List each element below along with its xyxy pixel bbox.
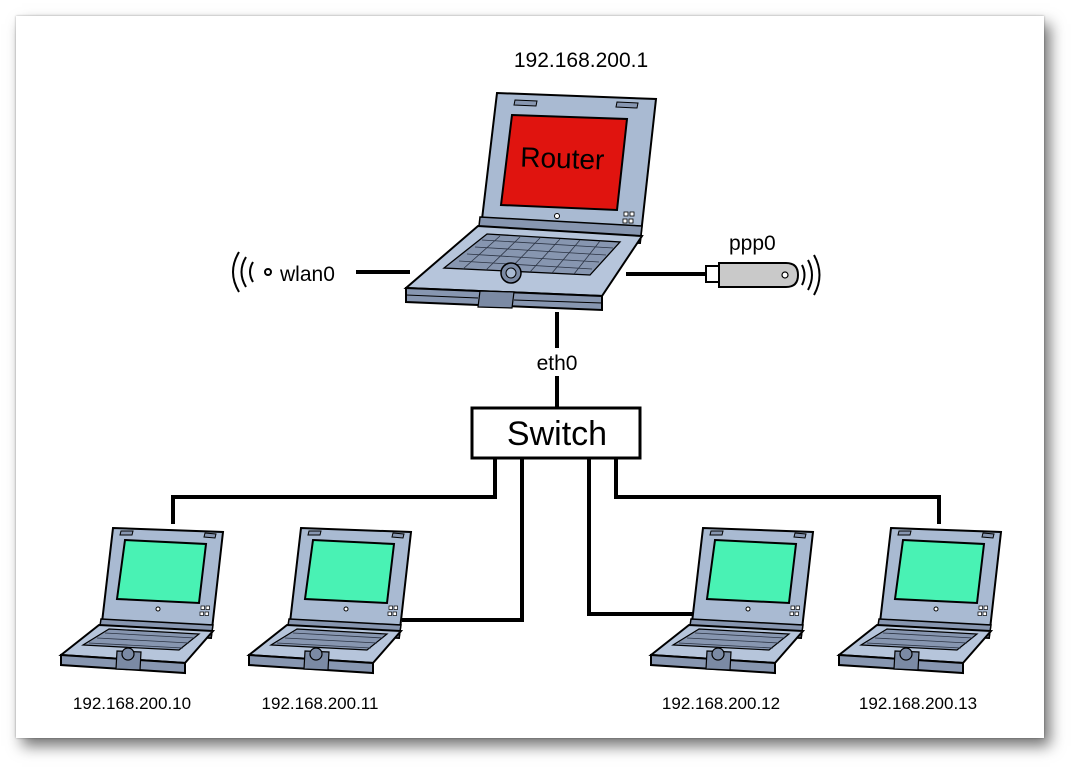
client-ip-label: 192.168.200.10 (73, 694, 191, 713)
cable-client-12 (587, 458, 700, 616)
client-laptop (836, 526, 1003, 675)
client-ip-label: 192.168.200.11 (262, 694, 379, 713)
router-ip-label: 192.168.200.1 (514, 49, 648, 72)
client-laptop (648, 526, 815, 675)
cable-client-11 (402, 458, 524, 622)
cable-client-13 (614, 458, 941, 524)
client-screen (303, 538, 396, 605)
ppp-interface-label: ppp0 (729, 232, 776, 255)
client-ip-label: 192.168.200.13 (859, 694, 977, 713)
switch-box (470, 406, 642, 460)
client-laptop (246, 526, 413, 675)
client-ip-label: 192.168.200.12 (662, 694, 780, 713)
cable-client-10 (171, 458, 497, 524)
client-screen (705, 538, 798, 605)
router-screen-label: Router (520, 142, 605, 176)
wifi-waves-icon (232, 251, 272, 293)
wlan-interface-label: wlan0 (279, 263, 335, 286)
router-screen (499, 113, 629, 212)
switch-label: Switch (507, 415, 607, 453)
client-laptops (58, 526, 1003, 675)
client-screen (893, 538, 986, 605)
router-laptop (403, 91, 658, 312)
client-laptop (58, 526, 225, 675)
client-screen (115, 538, 208, 605)
usb-modem-icon (705, 254, 821, 296)
cables (171, 270, 941, 622)
eth-interface-label: eth0 (537, 352, 578, 375)
